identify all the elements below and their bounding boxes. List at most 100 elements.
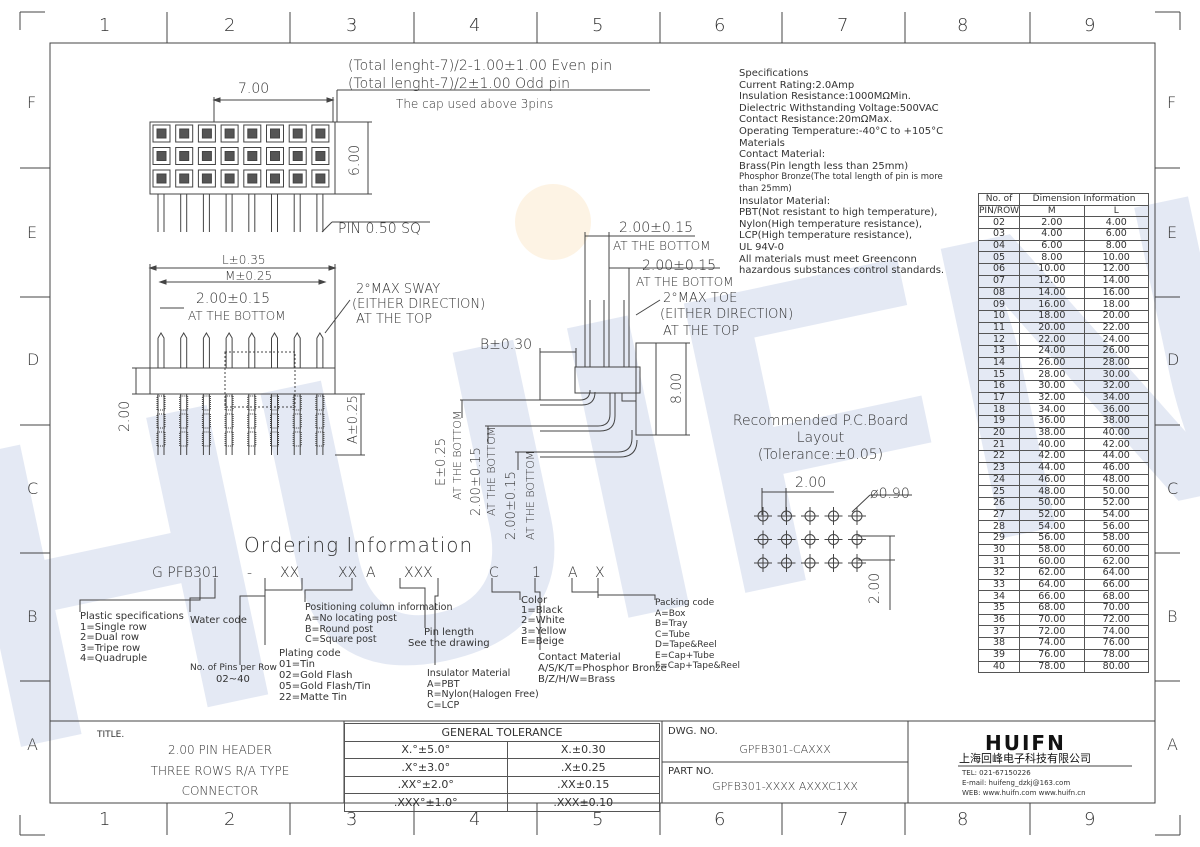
dim-7-00: 7.00 <box>238 81 270 97</box>
table-cell: 42.00 <box>1083 438 1150 452</box>
table-cell: 78.00 <box>1083 648 1150 662</box>
table-cell: 36.00 <box>1083 403 1150 417</box>
code-part-9: X <box>595 565 605 581</box>
row-label-right-F: F <box>1167 93 1177 112</box>
dim-6-00: 6.00 <box>347 144 363 176</box>
table-cell: 54.00 <box>1019 520 1085 533</box>
row-label-left-A: A <box>27 735 38 754</box>
code-part-3: XX <box>338 565 358 581</box>
plastic-spec-line-0: Plastic specifications <box>80 611 184 622</box>
spec-line: LCP(High temperature resistance), <box>739 230 913 242</box>
table-cell: 23 <box>977 461 1021 475</box>
code-part-6: C <box>489 565 499 581</box>
tolerance-cell: X.°±5.0° <box>344 740 508 759</box>
spec-line: Insulator Material: <box>739 195 831 207</box>
table-head-dim: Dimension Information <box>1019 193 1149 206</box>
col-label-bottom-9: 9 <box>1084 809 1096 830</box>
tolerance-row: X.°±5.0°X.±0.30 <box>344 740 661 759</box>
pcb-tolerance: (Tolerance:±0.05) <box>757 447 884 463</box>
row-label-left-B: B <box>27 607 38 626</box>
table-head-pinrow: PIN/ROW <box>977 204 1021 218</box>
table-cell: 46.00 <box>1083 461 1150 475</box>
col-label-top-8: 8 <box>957 15 969 36</box>
col-label-top-4: 4 <box>469 15 481 36</box>
table-cell: 22 <box>977 450 1021 463</box>
spec-line: Contact Resistance:20mΩMax. <box>739 114 893 126</box>
company-logo: HUIFN <box>985 731 1066 755</box>
pin-length-see: See the drawing <box>408 638 490 649</box>
company-name: 上海回峰电子科技有限公司 <box>959 752 1091 765</box>
table-cell: 34.00 <box>1083 391 1150 405</box>
spec-line: Brass(Pin length less than 25mm) <box>739 160 909 172</box>
table-cell: 18 <box>977 403 1021 417</box>
dim-b: B±0.30 <box>480 337 533 353</box>
contact-line-2: B/Z/H/W=Brass <box>538 674 616 685</box>
plastic-spec-line-3: 3=Tripe row <box>80 642 141 654</box>
pin-length-line-0: Pin length <box>424 627 474 638</box>
col-label-bottom-6: 6 <box>714 809 726 830</box>
col-label-top-5: 5 <box>592 15 604 36</box>
table-cell: 35 <box>977 602 1021 615</box>
packing-line-4: D=Tape&Reel <box>655 640 717 650</box>
table-cell: 38.00 <box>1019 426 1085 440</box>
spec-line: hazardous substances control standards. <box>739 265 945 277</box>
table-cell: 25 <box>977 485 1021 498</box>
tolerance-cell: .XXX°±1.0° <box>344 793 508 812</box>
table-cell: 09 <box>977 298 1021 311</box>
row-label-right-B: B <box>1167 607 1178 626</box>
tolerance-head: GENERAL TOLERANCE <box>344 723 660 742</box>
cap-note-even: (Total lenght-7)/2-1.00±1.00 Even pin <box>348 58 613 74</box>
table-cell: 33 <box>977 578 1021 592</box>
table-cell: 70.00 <box>1019 613 1085 627</box>
spec-line: All materials must meet Greenconn <box>739 253 917 265</box>
table-cell: 08 <box>977 286 1021 300</box>
table-cell: 14.00 <box>1019 286 1085 300</box>
table-cell: 10 <box>977 309 1021 323</box>
col-label-top-6: 6 <box>714 15 726 36</box>
table-cell: 11 <box>977 321 1021 335</box>
table-cell: 24 <box>977 473 1021 487</box>
table-cell: 30.00 <box>1019 380 1085 393</box>
table-cell: 50.00 <box>1083 485 1150 498</box>
col-label-top-1: 1 <box>99 15 111 36</box>
row-label-left-E: E <box>27 223 38 242</box>
table-head-l: L <box>1083 204 1150 218</box>
spec-line: PBT(Not resistant to high temperature), <box>739 207 938 219</box>
dim-a: A±0.25 <box>346 395 361 444</box>
spec-line: Materials <box>739 137 785 149</box>
table-cell: 64.00 <box>1083 567 1150 580</box>
table-cell: 40.00 <box>1019 438 1085 452</box>
side-view <box>460 232 720 470</box>
ordering-title: Ordering Information <box>244 533 474 557</box>
tolerance-cell: X.±0.30 <box>506 740 661 759</box>
dim-max-sway: 2°MAX SWAY <box>356 282 441 297</box>
table-cell: 30 <box>977 543 1021 557</box>
title-line-3: CONNECTOR <box>181 784 259 798</box>
table-cell: 16.00 <box>1019 298 1085 311</box>
table-cell: 40 <box>977 660 1021 674</box>
packing-line-5: E=Cap+Tube <box>655 650 715 661</box>
pcb-layout <box>754 488 912 610</box>
spec-line: Contact Material: <box>739 149 826 161</box>
table-cell: 62.00 <box>1019 567 1085 580</box>
positioning-line-1: A=No locating post <box>305 612 397 624</box>
packing-line-6: F=Cap+Tape&Reel <box>655 661 740 671</box>
code-part-5: XXX <box>404 565 433 581</box>
plating-code-line-4: 22=Matte Tin <box>279 692 347 703</box>
ordering-leaders <box>79 578 656 665</box>
plating-code-line-1: 01=Tin <box>279 659 316 670</box>
dim-e-at-bottom: AT THE BOTTOM <box>451 410 464 500</box>
table-cell: 12.00 <box>1083 263 1150 276</box>
table-cell: 42.00 <box>1019 450 1085 463</box>
